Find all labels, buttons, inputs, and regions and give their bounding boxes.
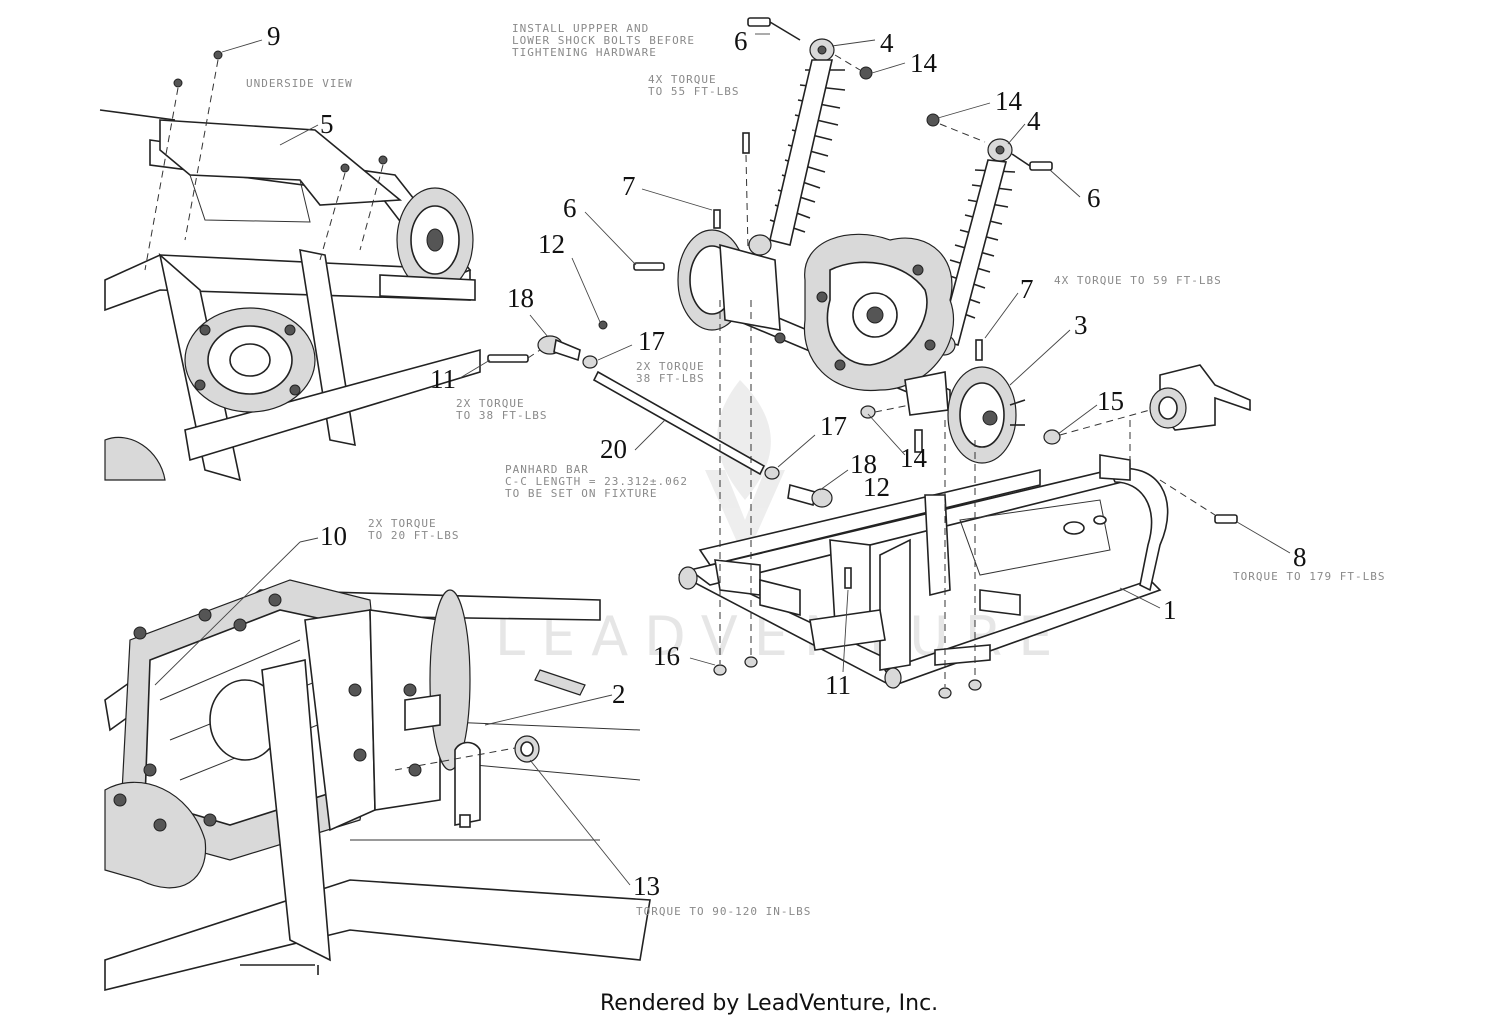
leader-15 bbox=[1057, 404, 1098, 435]
callout-17a: 17 bbox=[638, 326, 665, 356]
leader-20 bbox=[634, 419, 666, 451]
leader-8 bbox=[1236, 521, 1291, 554]
callout-18a: 18 bbox=[507, 283, 534, 313]
shock-absorber-left bbox=[747, 17, 873, 256]
note-panhard-line1: PANHARD BAR bbox=[505, 463, 589, 476]
note-torque38a-line2: TO 38 FT-LBS bbox=[456, 409, 547, 422]
leader-10-branch bbox=[154, 541, 301, 686]
leader-18b bbox=[819, 469, 849, 491]
leader-14b bbox=[937, 102, 991, 119]
callout-15: 15 bbox=[1097, 386, 1124, 416]
callout-5: 5 bbox=[320, 109, 334, 139]
leader-6c bbox=[584, 211, 637, 266]
leader-6b bbox=[1049, 169, 1081, 198]
note-torque38a-line1: 2X TORQUE bbox=[456, 397, 525, 410]
callout-2: 2 bbox=[612, 679, 626, 709]
callout-6a: 6 bbox=[734, 26, 748, 56]
note-torque20-line2: TO 20 FT-LBS bbox=[368, 529, 459, 542]
callout-20: 20 bbox=[600, 434, 627, 464]
note-panhard-line2: C-C LENGTH = 23.312±.062 bbox=[505, 475, 688, 488]
callout-13: 13 bbox=[633, 871, 660, 901]
note-torque59: 4X TORQUE TO 59 FT-LBS bbox=[1054, 274, 1222, 287]
callout-11a: 11 bbox=[430, 364, 456, 394]
callout-6c: 6 bbox=[563, 193, 577, 223]
leader-16 bbox=[689, 657, 716, 666]
callout-6b: 6 bbox=[1087, 183, 1101, 213]
callout-17b: 17 bbox=[820, 411, 847, 441]
note-install-line2: LOWER SHOCK BOLTS BEFORE bbox=[512, 34, 695, 47]
note-torque38b-line1: 2X TORQUE bbox=[636, 360, 705, 373]
leader-5 bbox=[279, 124, 319, 146]
note-underside-view: UNDERSIDE VIEW bbox=[246, 77, 353, 90]
callout-12b: 12 bbox=[863, 472, 890, 502]
note-torque38b-line2: 38 FT-LBS bbox=[636, 372, 705, 385]
callout-1: 1 bbox=[1163, 595, 1177, 625]
note-panhard-line3: TO BE SET ON FIXTURE bbox=[505, 487, 657, 500]
callout-16: 16 bbox=[653, 641, 680, 671]
callout-10: 10 bbox=[320, 521, 347, 551]
footer-credit: Rendered by LeadVenture, Inc. bbox=[600, 991, 938, 1016]
leader-18a bbox=[529, 314, 549, 338]
callout-14a: 14 bbox=[910, 48, 938, 78]
rear-subframe bbox=[677, 300, 1251, 699]
note-torque-inlbs: TORQUE TO 90-120 IN-LBS bbox=[636, 905, 811, 918]
callout-8: 8 bbox=[1293, 542, 1307, 572]
callout-14b: 14 bbox=[995, 86, 1023, 116]
note-torque20-line1: 2X TORQUE bbox=[368, 517, 437, 530]
leader-11b bbox=[842, 589, 849, 673]
callout-7b: 7 bbox=[1020, 274, 1034, 304]
callout-18b: 18 bbox=[850, 449, 877, 479]
leader-4b bbox=[1007, 123, 1026, 145]
callout-9: 9 bbox=[267, 21, 281, 51]
leader-1 bbox=[1119, 587, 1161, 609]
leader-13 bbox=[529, 759, 631, 886]
callout-12a: 12 bbox=[538, 229, 565, 259]
leader-7b bbox=[984, 292, 1019, 339]
note-install-line1: INSTALL UPPPER AND bbox=[512, 22, 649, 35]
note-torque55-line1: 4X TORQUE bbox=[648, 73, 717, 86]
callout-11b: 11 bbox=[825, 670, 851, 700]
leader-11a bbox=[459, 359, 491, 379]
leader-14c bbox=[867, 413, 906, 456]
leader-2 bbox=[484, 694, 613, 726]
callout-4b: 4 bbox=[1027, 106, 1041, 136]
note-torque179: TORQUE TO 179 FT-LBS bbox=[1233, 570, 1385, 583]
leader-10 bbox=[299, 537, 319, 543]
note-install-line3: TIGHTENING HARDWARE bbox=[512, 46, 657, 59]
callout-14c: 14 bbox=[900, 443, 928, 473]
callout-4a: 4 bbox=[880, 28, 894, 58]
note-torque55-line2: TO 55 FT-LBS bbox=[648, 85, 739, 98]
leader-17a bbox=[597, 344, 633, 361]
leader-12a bbox=[571, 257, 601, 323]
leader-4a bbox=[831, 39, 876, 47]
leader-14a bbox=[871, 62, 906, 74]
underside-view-illustration bbox=[99, 50, 481, 482]
leader-9 bbox=[221, 39, 263, 53]
leader-3 bbox=[1009, 329, 1071, 386]
panhard-bar bbox=[487, 320, 833, 508]
transaxle-assembly bbox=[633, 132, 1026, 464]
transaxle-detail-illustration bbox=[104, 579, 651, 992]
callout-7a: 7 bbox=[622, 171, 636, 201]
callout-3: 3 bbox=[1074, 310, 1088, 340]
leader-17b bbox=[777, 434, 816, 468]
leader-7a bbox=[641, 188, 713, 211]
